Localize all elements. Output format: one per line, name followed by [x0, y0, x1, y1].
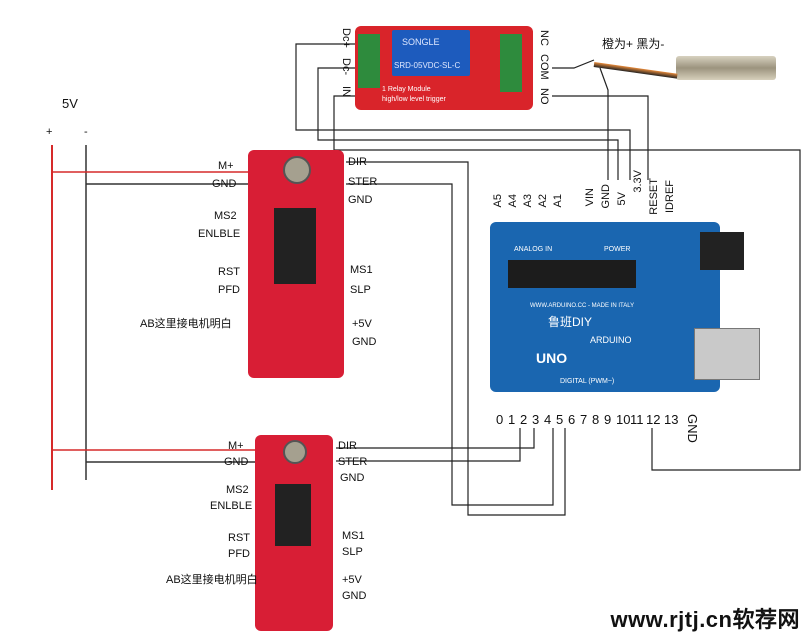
arduino-pin-gnd-bottom: GND: [685, 414, 700, 443]
arduino-power-jack: [700, 232, 744, 270]
driver-top-label-ster: STER: [348, 176, 378, 188]
arduino-site-text: WWW.ARDUINO.CC - MADE IN ITALY: [530, 303, 635, 309]
driver-top-label-ab: AB这里接电机明白: [140, 318, 232, 330]
arduino-diy-text: 鲁班DIY: [548, 315, 593, 329]
arduino-pin-d11: 11: [630, 412, 644, 427]
arduino-pin-d8: 8: [592, 412, 600, 427]
relay-terminal-left: [358, 34, 380, 88]
driver-top-label-mplus: M+: [218, 160, 234, 172]
arduino-pin-3v3: 3.3V: [632, 170, 644, 193]
wire-relay-no: [552, 95, 649, 180]
arduino-chip: [508, 260, 636, 288]
relay-label-no: NO: [538, 88, 550, 105]
driver-bottom-label-ab: AB这里接电机明白: [166, 574, 258, 586]
driver-top-label-gnd2: GND: [348, 194, 373, 206]
arduino-board: [490, 222, 720, 392]
power-voltage-label: 5V: [62, 96, 78, 111]
wire-bot-ster: [336, 428, 521, 462]
arduino-pin-vin: VIN: [584, 188, 596, 207]
arduino-pin-a1: A1: [552, 194, 564, 208]
arduino-pin-d7: 7: [580, 412, 588, 427]
arduino-pin-d6: 6: [568, 412, 576, 427]
driver-top-label-pfd: PFD: [218, 284, 240, 296]
arduino-pin-d4: 4: [544, 412, 552, 427]
arduino-pin-idref: IDREF: [664, 180, 676, 213]
driver-bottom-label-rst: RST: [228, 532, 250, 544]
relay-label-nc: NC: [538, 30, 550, 46]
driver-top-label-slp: SLP: [350, 284, 371, 296]
wire-top-ster: [346, 183, 554, 506]
driver-bottom-label-gnd3: GND: [342, 590, 367, 602]
driver-bottom-label-ms2: MS2: [226, 484, 249, 496]
wire-relay-in: [333, 95, 801, 471]
driver-bottom-label-gnd: GND: [224, 456, 249, 468]
laser-body: [676, 56, 776, 80]
relay-label-in: IN: [340, 86, 352, 97]
arduino-pin-d10: 10: [616, 412, 631, 427]
arduino-digital-text: DIGITAL (PWM~): [560, 378, 615, 385]
arduino-pin-reset: RESET: [648, 178, 660, 215]
arduino-pin-d12: 12: [646, 412, 661, 427]
arduino-pin-5v: 5V: [616, 192, 628, 206]
driver-bottom-label-enable: ENLBLE: [210, 500, 253, 512]
arduino-pin-a4: A4: [507, 194, 519, 208]
relay-chip-text: SONGLE: [402, 37, 440, 47]
driver-top-chip: [274, 208, 316, 284]
driver-bottom-label-slp: SLP: [342, 546, 363, 558]
driver-bottom-label-ms1: MS1: [342, 530, 365, 542]
wire-relay-dcminus: [317, 67, 619, 180]
relay-terminal-right: [500, 34, 522, 92]
arduino-power-text: POWER: [604, 246, 631, 253]
power-plus-label: +: [46, 126, 53, 138]
arduino-pin-gnd: GND: [600, 184, 612, 209]
wire-relay-com: [552, 59, 595, 69]
arduino-pin-d5: 5: [556, 412, 564, 427]
relay-label-dcplus: Dc+: [340, 28, 352, 48]
driver-top-label-rst: RST: [218, 266, 240, 278]
driver-top-label-gnd: GND: [212, 178, 237, 190]
arduino-pin-d13: 13: [664, 412, 679, 427]
relay-silk-2: high/low level trigger: [382, 96, 446, 103]
arduino-uno-text: UNO: [536, 350, 568, 366]
driver-bottom-cap: [283, 440, 307, 464]
wire-bot-dir: [336, 428, 535, 449]
arduino-pin-a2: A2: [537, 194, 549, 208]
relay-label-dcminus: Dc-: [340, 58, 352, 76]
driver-top-label-5v: +5V: [352, 318, 372, 330]
relay-coil: [392, 30, 470, 76]
driver-bottom-label-ster: STER: [338, 456, 368, 468]
relay-silk-1: 1 Relay Module: [382, 86, 431, 93]
driver-bottom-label-dir: DIR: [338, 440, 357, 452]
laser-wire-label: 橙为+ 黑为-: [602, 37, 665, 51]
driver-bottom-label-5v: +5V: [342, 574, 362, 586]
arduino-usb: [694, 328, 760, 380]
wire-top-dir: [346, 161, 566, 516]
arduino-pin-a5: A5: [492, 194, 504, 208]
arduino-pin-d9: 9: [604, 412, 612, 427]
arduino-pin-a3: A3: [522, 194, 534, 208]
arduino-pin-d1: 1: [508, 412, 516, 427]
arduino-pin-d2: 2: [520, 412, 528, 427]
driver-top-label-ms2: MS2: [214, 210, 237, 222]
arduino-pin-d0: 0: [496, 412, 504, 427]
arduino-analog-text: ANALOG IN: [514, 246, 553, 253]
driver-top-label-enable: ENLBLE: [198, 228, 241, 240]
power-minus-label: -: [84, 126, 88, 138]
relay-label-com: COM: [538, 54, 550, 80]
driver-top-label-dir: DIR: [348, 156, 367, 168]
driver-top-label-ms1: MS1: [350, 264, 373, 276]
relay-chip-model: SRD-05VDC-SL-C: [394, 61, 461, 70]
arduino-pin-d3: 3: [532, 412, 540, 427]
arduino-brand-text: ARDUINO: [590, 335, 632, 345]
driver-bottom-label-pfd: PFD: [228, 548, 250, 560]
driver-top-cap: [283, 156, 311, 184]
wire-laser-neg: [599, 67, 609, 180]
wire-relay-dcplus: [295, 43, 631, 180]
driver-bottom-label-mplus: M+: [228, 440, 244, 452]
driver-bottom-label-gnd2: GND: [340, 472, 365, 484]
driver-top-label-gnd3: GND: [352, 336, 377, 348]
watermark: www.rjtj.cn软荐网: [610, 607, 800, 632]
driver-bottom-chip: [275, 484, 311, 546]
